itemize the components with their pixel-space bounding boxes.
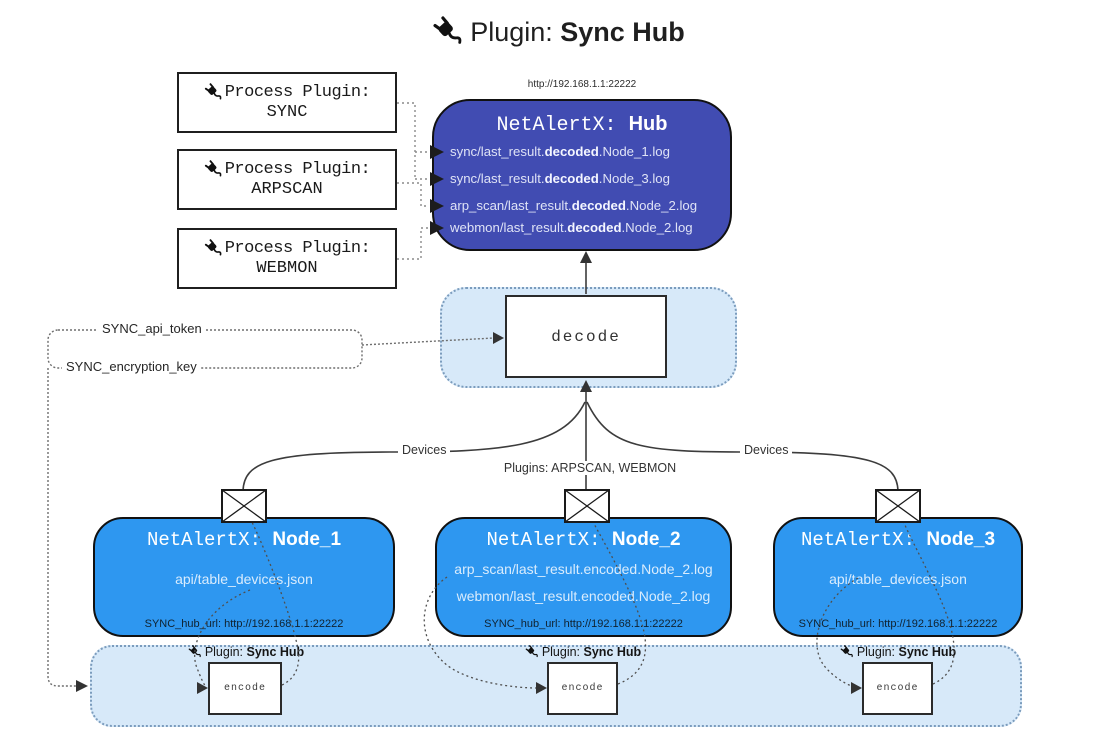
process-plugin-box-arpscan: Process Plugin: ARPSCAN [177, 149, 397, 210]
encode-box: encode [862, 662, 933, 715]
plug-icon [204, 83, 223, 102]
hub-title: NetAlertX: Hub [434, 113, 730, 137]
process-plugin-label: Process Plugin: [224, 83, 371, 102]
encode-box: encode [547, 662, 618, 715]
node-hub-url: SYNC_hub_url: http://192.168.1.1:22222 [798, 618, 998, 630]
node-file-line: api/table_devices.json [175, 571, 313, 587]
plug-icon [525, 645, 539, 659]
edge-label-devices-right: Devices [740, 443, 793, 457]
node-hub-url: SYNC_hub_url: http://192.168.1.1:22222 [484, 618, 683, 630]
node-hub-url: SYNC_hub_url: http://192.168.1.1:22222 [144, 618, 344, 630]
page-title-bold: Sync Hub [560, 16, 685, 47]
hub-title-prefix: NetAlertX: [496, 114, 629, 137]
node-title: NetAlertX: Node_3 [800, 529, 996, 551]
plug-icon [840, 645, 854, 659]
plug-icon [432, 16, 464, 48]
node-box-node1: NetAlertX: Node_1 api/table_devices.json… [93, 517, 395, 637]
encode-plugin-label: Plugin: Sync Hub [166, 645, 326, 659]
node-file-line: api/table_devices.json [829, 571, 967, 587]
sync-api-token-label: SYNC_api_token [98, 321, 206, 336]
process-plugin-name: WEBMON [256, 259, 318, 278]
process-plugin-label: Process Plugin: [224, 160, 371, 179]
encode-plugin-label: Plugin: Sync Hub [818, 645, 978, 659]
encode-box: encode [208, 662, 282, 715]
node-box-node3: NetAlertX: Node_3 api/table_devices.json… [773, 517, 1023, 637]
plug-icon [204, 239, 223, 258]
plug-icon [204, 160, 223, 179]
process-plugin-label: Process Plugin: [224, 239, 371, 258]
decode-box: decode [505, 295, 667, 378]
page-title-prefix: Plugin: [470, 16, 561, 47]
sync-encryption-key-label: SYNC_encryption_key [62, 359, 201, 374]
node-title: NetAlertX: Node_1 [146, 529, 342, 551]
edge-label-devices-left: Devices [398, 443, 451, 457]
process-plugin-box-sync: Process Plugin: SYNC [177, 72, 397, 133]
node-file-line: webmon/last_result.encoded.Node_2.log [456, 588, 711, 604]
edge-label-plugins-center: Plugins: ARPSCAN, WEBMON [486, 461, 694, 475]
encode-plugin-label: Plugin: Sync Hub [503, 645, 663, 659]
hub-title-bold: Hub [628, 113, 668, 135]
hub-log-line: sync/last_result.decoded.Node_3.log [450, 171, 670, 186]
hub-log-line: arp_scan/last_result.decoded.Node_2.log [450, 198, 698, 213]
plug-icon [188, 645, 202, 659]
hub-box: NetAlertX: Hub sync/last_result.decoded.… [432, 99, 732, 251]
hub-url-label: http://192.168.1.1:22222 [527, 79, 637, 90]
node-box-node2: NetAlertX: Node_2 arp_scan/last_result.e… [435, 517, 732, 637]
node-file-line: arp_scan/last_result.encoded.Node_2.log [454, 561, 713, 577]
node-title: NetAlertX: Node_2 [486, 529, 681, 551]
process-plugin-box-webmon: Process Plugin: WEBMON [177, 228, 397, 289]
process-plugin-name: ARPSCAN [251, 180, 323, 199]
page-title: Plugin: Sync Hub [0, 16, 1117, 48]
hub-log-line: sync/last_result.decoded.Node_1.log [450, 144, 670, 159]
hub-log-line: webmon/last_result.decoded.Node_2.log [450, 220, 693, 235]
process-plugin-name: SYNC [266, 103, 308, 122]
